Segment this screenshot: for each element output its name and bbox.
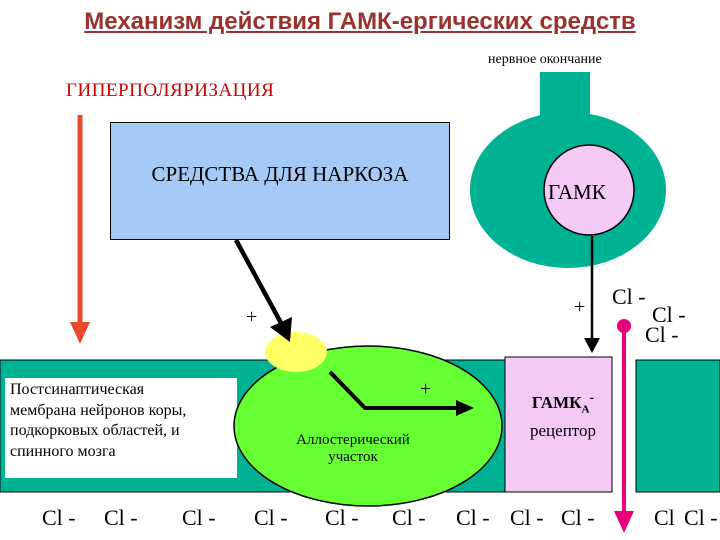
allosteric-arrowhead	[456, 400, 474, 416]
allosteric-label-line: участок	[328, 449, 378, 465]
membrane-label-line: Постсинаптическая	[10, 381, 145, 398]
anesthetic-arrowhead	[270, 317, 292, 342]
allosteric-label: Аллостерический участок	[268, 432, 438, 466]
page-title: Механизм действия ГАМК-ергических средст…	[84, 8, 636, 35]
chloride-ion-bottom: Cl	[654, 505, 675, 530]
chloride-ion-top: Cl -	[645, 322, 679, 347]
hyperpolarization-label: ГИПЕРПОЛЯРИЗАЦИЯ	[66, 80, 275, 101]
gaba-label: ГАМК	[548, 180, 606, 204]
chloride-arrowhead	[614, 511, 634, 533]
chloride-ion-bottom: Cl -	[182, 505, 216, 530]
receptor-superscript: -	[589, 389, 595, 405]
chloride-ion-bottom: Cl -	[104, 505, 138, 530]
plus-sign-anesthetic: +	[246, 306, 258, 328]
allosteric-arrow	[328, 370, 458, 410]
allosteric-label-line: Аллостерический	[296, 432, 410, 448]
receptor-label: ГАМКА- рецептор	[508, 386, 618, 442]
plus-sign-gaba: +	[574, 296, 586, 318]
chloride-ion-bottom: Cl -	[510, 505, 544, 530]
anesthetics-label: СРЕДСТВА ДЛЯ НАРКОЗА	[151, 162, 409, 186]
membrane-label-line: мембрана нейронов коры,	[10, 401, 187, 419]
chloride-ion-bottom: Cl -	[325, 505, 359, 530]
chloride-ion-top: Cl -	[612, 284, 646, 309]
membrane-label-line: спинного мозга	[10, 442, 116, 460]
chloride-ion-bottom: Cl -	[561, 505, 595, 530]
hyperpolarization-arrowhead	[70, 322, 90, 344]
receptor-box	[504, 356, 613, 493]
allosteric-site	[265, 332, 327, 372]
chloride-ion-bottom: Cl -	[392, 505, 426, 530]
chloride-ion-bottom: Cl -	[684, 505, 718, 530]
gaba-arrowhead	[584, 338, 600, 353]
allosteric-ellipse	[233, 345, 503, 507]
receptor-line2: рецептор	[530, 421, 596, 441]
membrane-label-bg	[5, 378, 237, 478]
anesthetics-box	[110, 122, 450, 240]
plus-sign-allosteric: +	[420, 378, 432, 400]
chloride-ion-bottom: Cl -	[456, 505, 490, 530]
membrane-label-line: подкорковых областей, и	[10, 422, 180, 439]
gaba-circle	[543, 144, 635, 236]
chloride-ion-top: Cl -	[652, 302, 686, 327]
membrane-right	[635, 359, 720, 493]
chloride-ion-bottom: Cl -	[42, 505, 76, 530]
anesthetic-arrow	[234, 238, 283, 325]
receptor-name: ГАМК	[531, 392, 582, 412]
chloride-ion-bottom: Cl -	[254, 505, 288, 530]
receptor-subscript: А	[581, 403, 590, 416]
membrane-label: Постсинаптическая мембрана нейронов коры…	[10, 380, 186, 462]
nerve-ending-label: нервное окончание	[488, 52, 602, 67]
